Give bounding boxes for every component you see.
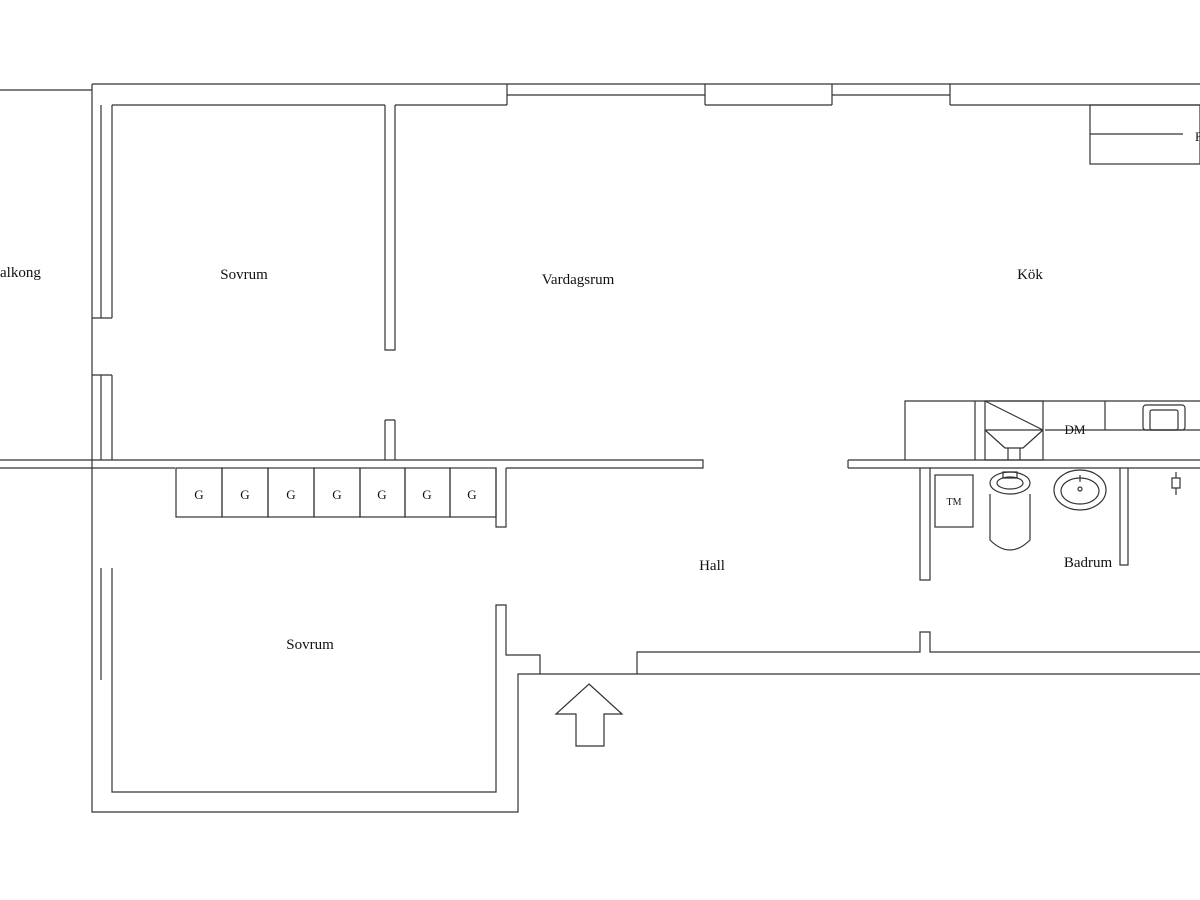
washing-machine-label: TM xyxy=(947,497,962,508)
entrance-arrow xyxy=(554,683,624,747)
wardrobe-row: G G G G G G G xyxy=(175,467,497,518)
wardrobe-label: G xyxy=(377,487,386,502)
bathroom-fixtures: TM xyxy=(934,469,1181,551)
fridge-label: F xyxy=(1195,129,1200,144)
room-label-sovrum-bottom: Sovrum xyxy=(286,637,334,653)
wardrobe-label: G xyxy=(286,487,295,502)
balcony xyxy=(0,89,92,469)
room-label-badrum: Badrum xyxy=(1064,555,1113,571)
room-label-hall: Hall xyxy=(699,558,725,574)
dishwasher-label: DM xyxy=(1065,422,1086,437)
kitchen-fixtures: F DM xyxy=(904,104,1200,461)
room-label-sovrum-top: Sovrum xyxy=(220,267,268,283)
wardrobe-label: G xyxy=(194,487,203,502)
wardrobe-label: G xyxy=(467,487,476,502)
wardrobe-label: G xyxy=(240,487,249,502)
room-labels: alkong Sovrum Vardagsrum Kök Hall Sovrum… xyxy=(0,265,1112,653)
room-label-balkong: alkong xyxy=(0,265,41,281)
room-label-vardagsrum: Vardagsrum xyxy=(542,272,615,288)
interior-walls xyxy=(92,105,1200,793)
outer-walls xyxy=(91,83,1200,813)
wardrobe-label: G xyxy=(422,487,431,502)
wardrobe-label: G xyxy=(332,487,341,502)
room-label-kok: Kök xyxy=(1017,267,1043,283)
